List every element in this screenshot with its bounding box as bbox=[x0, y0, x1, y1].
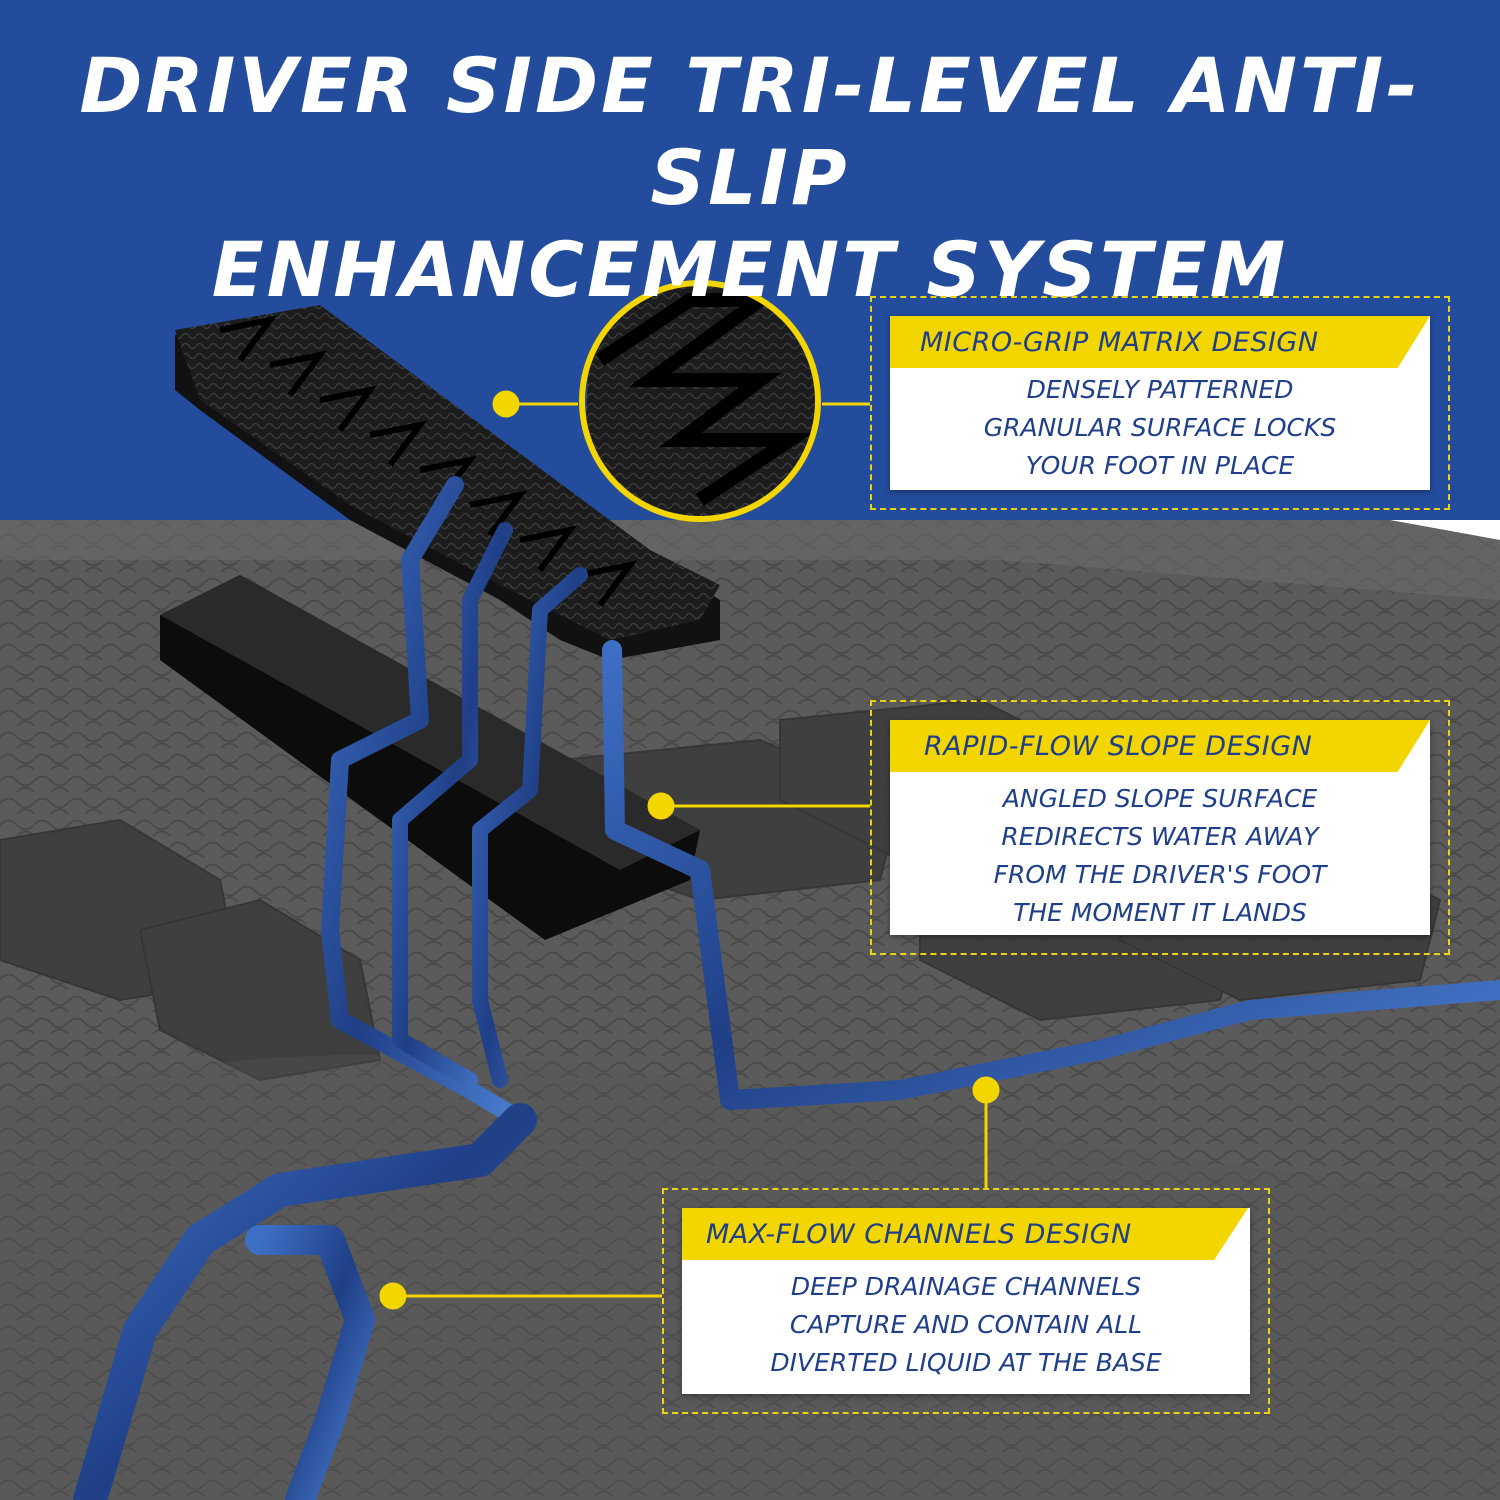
water-streams bbox=[73, 476, 1500, 1500]
callout-heading: MICRO-GRIP MATRIX DESIGN bbox=[920, 326, 1319, 358]
callout-heading: RAPID-FLOW SLOPE DESIGN bbox=[924, 730, 1313, 762]
magnifier-circle bbox=[579, 280, 821, 522]
callout-line: DEEP DRAINAGE CHANNELS bbox=[790, 1272, 1142, 1301]
callout-line: ANGLED SLOPE SURFACE bbox=[1002, 784, 1318, 813]
callout-line: YOUR FOOT IN PLACE bbox=[1025, 451, 1295, 480]
callout-body: ANGLED SLOPE SURFACE REDIRECTS WATER AWA… bbox=[890, 780, 1430, 932]
callout-line: REDIRECTS WATER AWAY bbox=[1001, 822, 1319, 851]
callout-micro-grip: MICRO-GRIP MATRIX DESIGN DENSELY PATTERN… bbox=[870, 296, 1450, 510]
connector-lines bbox=[379, 390, 1000, 1310]
callout-body: DEEP DRAINAGE CHANNELS CAPTURE AND CONTA… bbox=[682, 1268, 1250, 1382]
callout-heading: MAX-FLOW CHANNELS DESIGN bbox=[706, 1218, 1132, 1250]
callout-line: DENSELY PATTERNED bbox=[1026, 375, 1294, 404]
callout-line: THE MOMENT IT LANDS bbox=[1013, 898, 1307, 927]
callout-line: CAPTURE AND CONTAIN ALL bbox=[789, 1310, 1143, 1339]
callout-heading-bar: MAX-FLOW CHANNELS DESIGN bbox=[682, 1208, 1248, 1260]
callout-body: DENSELY PATTERNED GRANULAR SURFACE LOCKS… bbox=[890, 371, 1430, 485]
callout-heading-bar: MICRO-GRIP MATRIX DESIGN bbox=[890, 316, 1430, 368]
callout-max-flow: MAX-FLOW CHANNELS DESIGN DEEP DRAINAGE C… bbox=[662, 1188, 1270, 1414]
callout-rapid-flow: RAPID-FLOW SLOPE DESIGN ANGLED SLOPE SUR… bbox=[870, 700, 1450, 955]
callout-line: DIVERTED LIQUID AT THE BASE bbox=[770, 1348, 1162, 1377]
callout-line: GRANULAR SURFACE LOCKS bbox=[983, 413, 1337, 442]
page-title: DRIVER SIDE TRI-LEVEL ANTI-SLIP ENHANCEM… bbox=[0, 40, 1500, 316]
title-line-2: ENHANCEMENT SYSTEM bbox=[211, 225, 1289, 314]
callout-heading-bar: RAPID-FLOW SLOPE DESIGN bbox=[890, 720, 1430, 772]
callout-line: FROM THE DRIVER'S FOOT bbox=[993, 860, 1327, 889]
title-line-1: DRIVER SIDE TRI-LEVEL ANTI-SLIP bbox=[79, 41, 1421, 222]
rapid-flow-slope-block bbox=[160, 575, 700, 940]
